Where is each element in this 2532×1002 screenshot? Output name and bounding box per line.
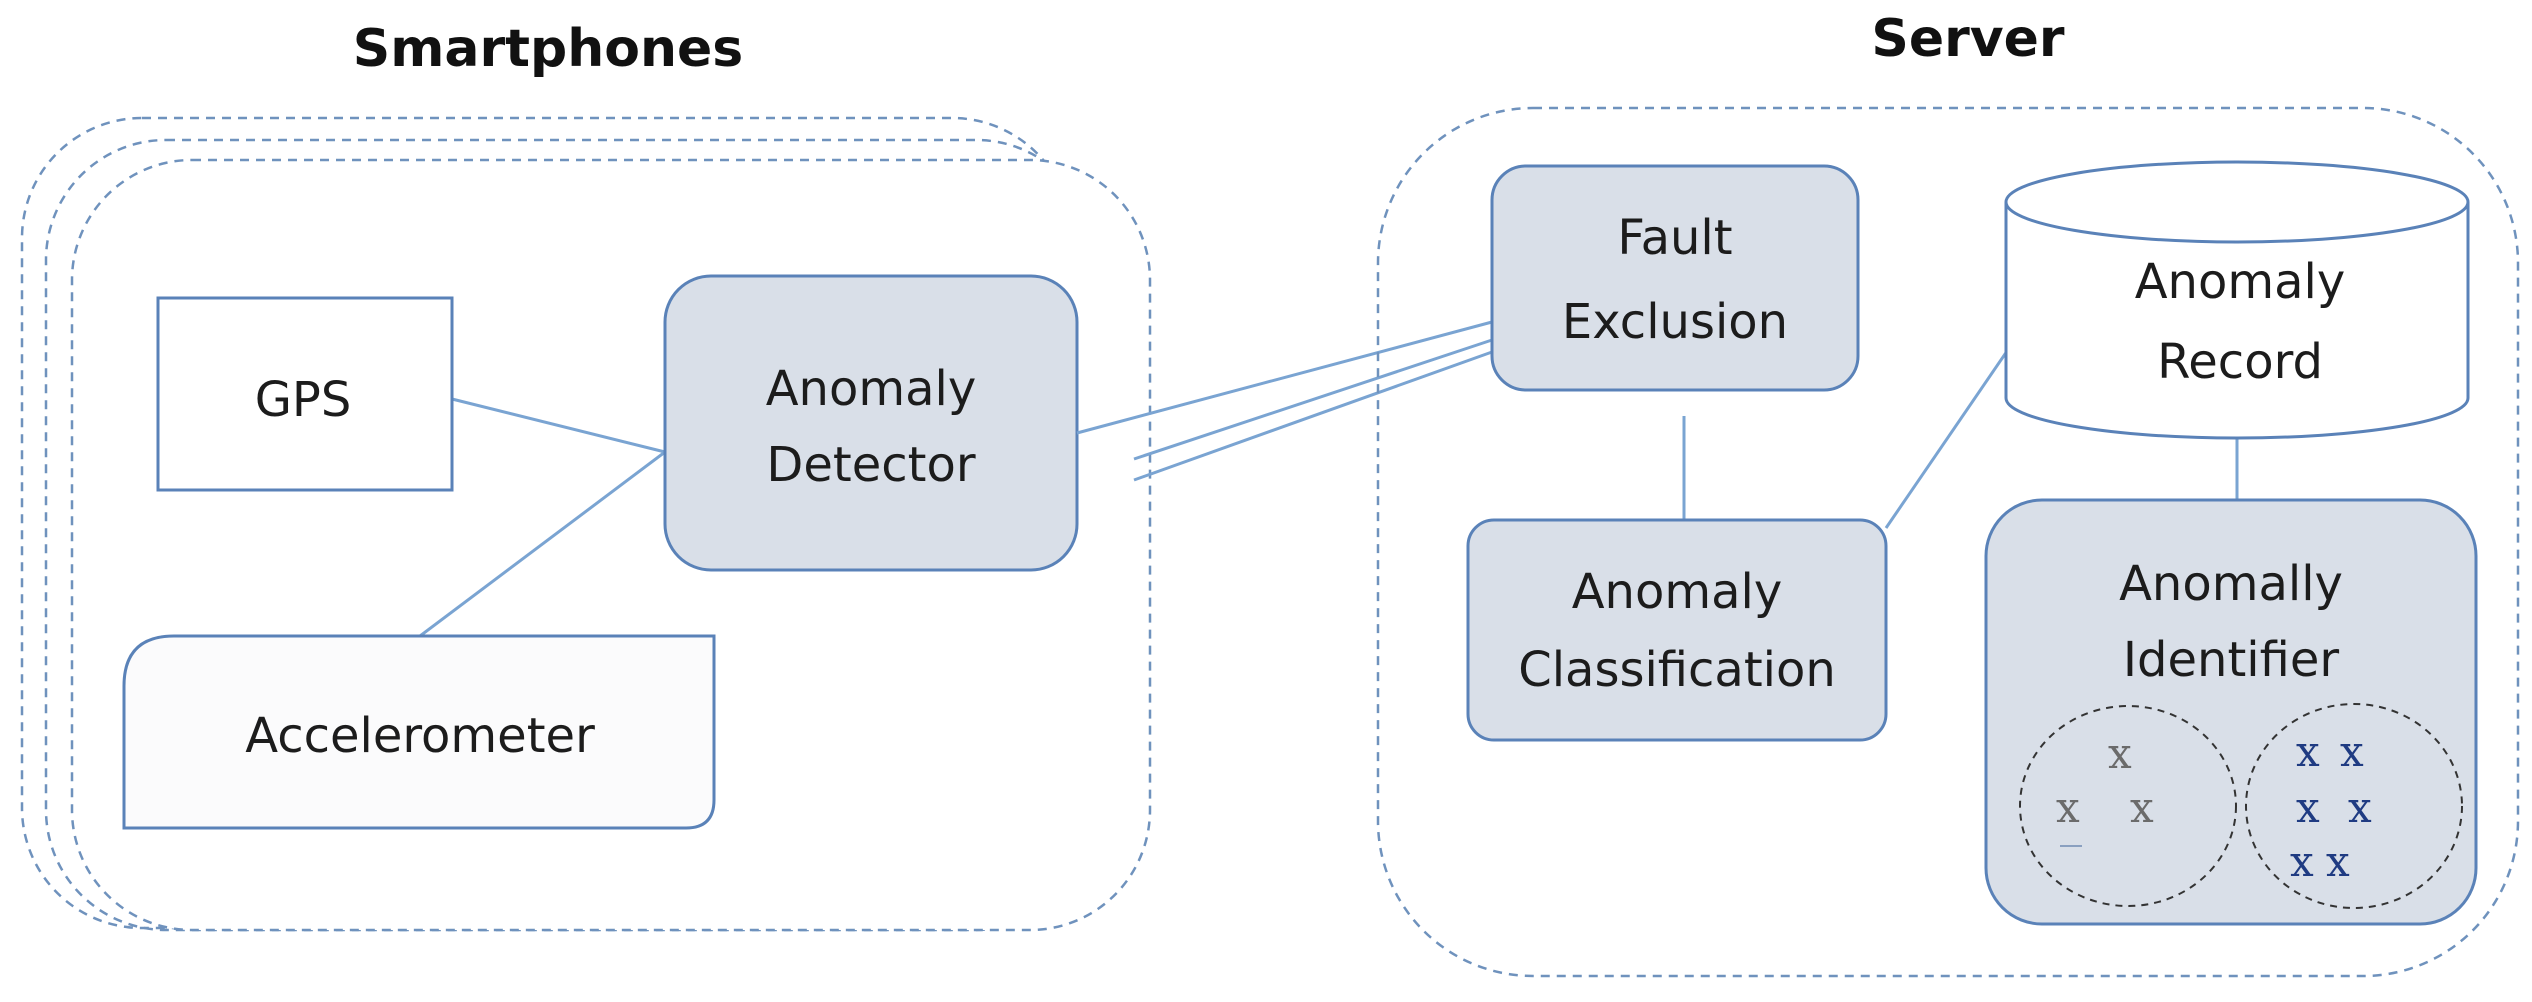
- server-group: Server Fault Exclusion Anomaly Classific…: [1376, 9, 2520, 978]
- cluster-right-point: x: [2348, 783, 2372, 832]
- cluster-left: x x x: [2019, 705, 2237, 907]
- connector-phone-server-3: [1133, 350, 1493, 482]
- fault-exclusion: Fault Exclusion: [1490, 164, 1860, 392]
- cluster-left-point: x: [2108, 729, 2132, 778]
- cluster-right-circle: [2245, 703, 2463, 909]
- anomaly-identifier: Anomally Identifier x x x x x x x x x: [1984, 498, 2478, 926]
- anomaly-identifier-box: [1984, 498, 2478, 926]
- anomaly-record-label-line1: Anomaly: [2135, 254, 2346, 310]
- gps-label: GPS: [255, 372, 352, 428]
- smartphones-group: Smartphones GPS Accelerometer Anomaly De…: [20, 19, 1152, 932]
- connector-accelerometer-detector: [419, 450, 666, 638]
- gps-card: [156, 296, 454, 492]
- fault-exclusion-box: [1490, 164, 1860, 392]
- accelerometer-sensor: Accelerometer: [122, 634, 716, 830]
- anomaly-detector-label-line2: Detector: [766, 437, 975, 493]
- gps-sensor: GPS: [156, 296, 454, 492]
- cluster-right-point: x: [2340, 727, 2364, 776]
- fault-exclusion-label-line1: Fault: [1617, 210, 1732, 266]
- smartphone-container-middle: [44, 138, 1098, 932]
- anomaly-classification-label-line2: Classification: [1518, 642, 1836, 698]
- accelerometer-label: Accelerometer: [245, 708, 595, 764]
- fault-exclusion-label-line2: Exclusion: [1562, 294, 1788, 350]
- cluster-right-point: x: [2296, 783, 2320, 832]
- cluster-right: x x x x x x: [2245, 703, 2463, 909]
- connector-phone-server-1: [1076, 320, 1493, 435]
- anomaly-record-cylinder: [2004, 202, 2470, 440]
- anomaly-identifier-label-line2: Identifier: [2123, 632, 2340, 688]
- anomaly-record: Anomaly Record: [2004, 160, 2470, 440]
- anomaly-classification: Anomaly Classification: [1466, 518, 1888, 742]
- accelerometer-card: [122, 634, 716, 830]
- server-container: [1376, 106, 2520, 978]
- anomaly-identifier-label-line1: Anomally: [2119, 556, 2343, 612]
- cluster-right-point: x: [2296, 727, 2320, 776]
- cluster-left-point: x: [2056, 783, 2080, 832]
- phone-to-server-connectors: [1076, 320, 1493, 482]
- anomaly-detector-box: [663, 274, 1079, 572]
- connector-gps-detector: [451, 397, 666, 454]
- server-title: Server: [1871, 9, 2065, 69]
- cluster-right-point: x: [2326, 837, 2350, 886]
- smartphones-title: Smartphones: [353, 19, 743, 79]
- anomaly-detector-label-line1: Anomaly: [766, 361, 977, 417]
- cluster-right-point: x: [2290, 837, 2314, 886]
- anomaly-record-label-line2: Record: [2157, 334, 2323, 390]
- cluster-left-point: x: [2130, 783, 2154, 832]
- cluster-left-circle: [2019, 705, 2237, 907]
- anomaly-classification-box: [1466, 518, 1888, 742]
- anomaly-classification-label-line1: Anomaly: [1572, 564, 1783, 620]
- anomaly-record-top: [2004, 160, 2470, 244]
- connector-phone-server-2: [1133, 338, 1493, 461]
- anomaly-detector: Anomaly Detector: [663, 274, 1079, 572]
